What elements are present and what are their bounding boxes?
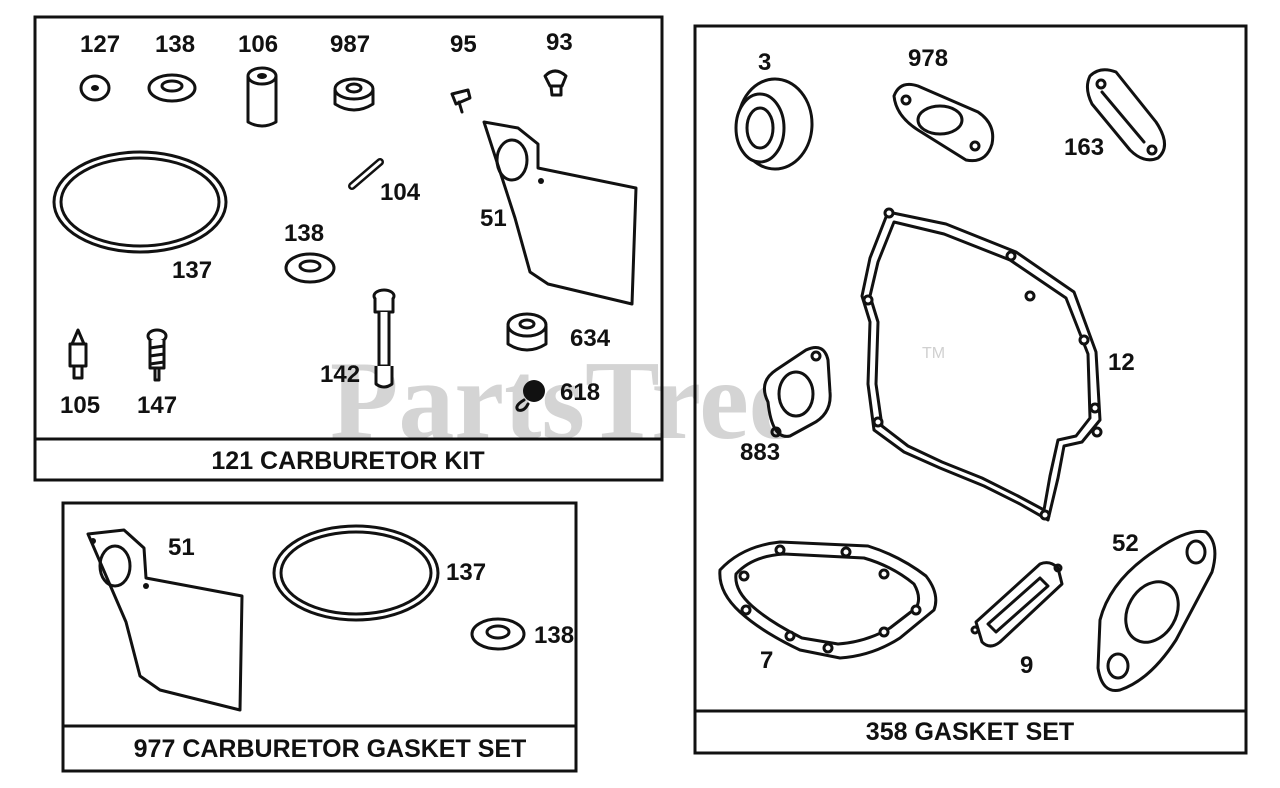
part-label: 95 <box>450 31 477 58</box>
part-label: 618 <box>560 379 600 406</box>
part-label: 138 <box>284 220 324 247</box>
part-label: 147 <box>137 392 177 419</box>
part-137-oring[interactable]: 137 <box>272 524 486 622</box>
part-163-gasket[interactable]: 163 <box>1064 68 1166 162</box>
part-52-gasket[interactable]: 52 <box>1096 529 1217 693</box>
panel-frame <box>33 15 664 482</box>
part-138-seal-2[interactable]: 138 <box>284 220 336 284</box>
panel-title: 358 GASKET SET <box>866 718 1074 746</box>
part-label: 3 <box>758 49 771 76</box>
watermark: PartsTree TM <box>330 339 945 463</box>
part-label: 163 <box>1064 134 1104 161</box>
part-9-gasket[interactable]: 9 <box>970 561 1064 679</box>
part-label: 137 <box>446 559 486 586</box>
part-104-pin[interactable]: 104 <box>348 158 421 206</box>
panel-carburetor-kit: 121 CARBURETOR KIT 127 138 106 987 <box>33 15 664 482</box>
part-978-gasket[interactable]: 978 <box>892 45 995 163</box>
part-93-valve[interactable]: 93 <box>543 29 573 97</box>
part-label: 137 <box>172 257 212 284</box>
part-142-fitting[interactable]: 142 <box>320 288 396 389</box>
part-7-head-gasket[interactable]: 7 <box>718 540 938 674</box>
part-label: 104 <box>380 179 421 206</box>
part-label: 52 <box>1112 530 1139 557</box>
part-3-oil-seal[interactable]: 3 <box>734 49 814 171</box>
part-147-screw[interactable]: 147 <box>137 328 177 419</box>
part-label: 51 <box>168 534 195 561</box>
part-label: 9 <box>1020 652 1033 679</box>
part-label: 51 <box>480 205 507 232</box>
part-label: 138 <box>155 31 195 58</box>
part-138-seal[interactable]: 138 <box>470 617 574 651</box>
part-987-spacer[interactable]: 987 <box>330 31 375 112</box>
part-label: 138 <box>534 622 574 649</box>
part-138-seal[interactable]: 138 <box>147 31 197 103</box>
part-label: 978 <box>908 45 948 72</box>
part-634-spacer[interactable]: 634 <box>506 312 611 352</box>
watermark-trademark: TM <box>922 345 945 362</box>
part-127-washer[interactable]: 127 <box>79 31 120 102</box>
part-label: 127 <box>80 31 120 58</box>
part-106-bushing[interactable]: 106 <box>238 31 278 128</box>
panel-title: 977 CARBURETOR GASKET SET <box>134 735 527 763</box>
part-label: 987 <box>330 31 370 58</box>
part-12-crankcase-gasket[interactable]: 12 <box>860 207 1135 522</box>
part-618-spring[interactable]: 618 <box>515 379 600 412</box>
panel-frame <box>693 24 1248 755</box>
watermark-text: PartsTree <box>330 339 799 463</box>
panel-frame <box>61 501 578 773</box>
part-105-needle[interactable]: 105 <box>60 328 100 419</box>
part-label: 105 <box>60 392 100 419</box>
part-label: 106 <box>238 31 278 58</box>
part-137-oring[interactable]: 137 <box>52 150 228 284</box>
part-51-gasket[interactable]: 51 <box>480 120 638 306</box>
part-label: 12 <box>1108 349 1135 376</box>
part-label: 142 <box>320 361 360 388</box>
panel-gasket-set: 358 GASKET SET 3 978 163 <box>693 24 1248 755</box>
part-95-screw[interactable]: 95 <box>450 31 477 114</box>
part-label: 634 <box>570 325 611 352</box>
part-label: 93 <box>546 29 573 56</box>
part-label: 883 <box>740 439 780 466</box>
panel-carburetor-gasket-set: 977 CARBURETOR GASKET SET 51 137 138 <box>61 501 578 773</box>
part-51-gasket[interactable]: 51 <box>86 528 244 712</box>
panel-title: 121 CARBURETOR KIT <box>211 447 484 475</box>
part-label: 7 <box>760 647 773 674</box>
part-883-gasket[interactable]: 883 <box>740 346 832 466</box>
